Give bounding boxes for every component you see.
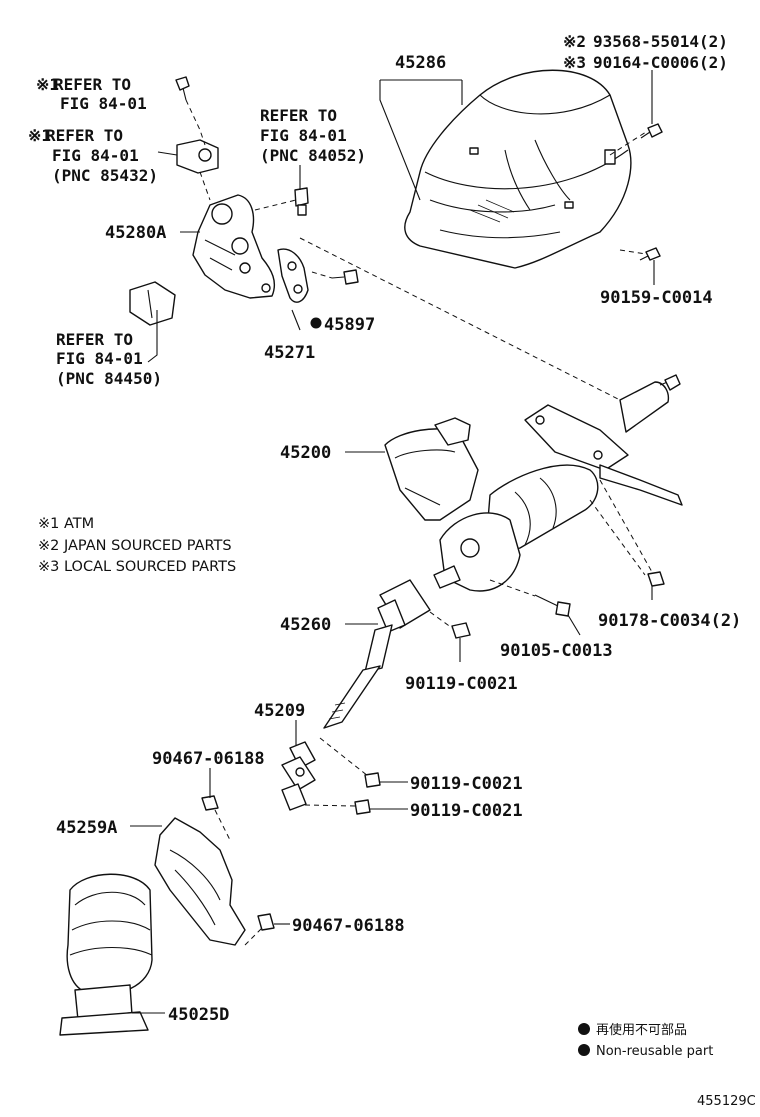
leader-lines bbox=[130, 70, 655, 1014]
ref4-line1: REFER TO bbox=[56, 330, 133, 349]
ref3-line3: (PNC 84052) bbox=[260, 146, 366, 165]
label-90164: 90164-C0006(2) bbox=[593, 53, 728, 72]
ref4-line3: (PNC 84450) bbox=[56, 369, 162, 388]
dashed-lines bbox=[185, 99, 653, 946]
bolt-45897 bbox=[331, 269, 359, 285]
label-93568: 93568-55014(2) bbox=[593, 32, 728, 51]
column-cover-part bbox=[404, 69, 632, 269]
label-45259A: 45259A bbox=[56, 818, 117, 838]
clamp-45271 bbox=[277, 248, 309, 303]
ref2-line2: FIG 84-01 bbox=[52, 146, 139, 165]
ref2-mark: ※1 bbox=[28, 126, 51, 145]
label-45897: 45897 bbox=[324, 315, 375, 335]
steering-column-part bbox=[384, 374, 683, 592]
ref2-line1: REFER TO bbox=[46, 126, 123, 145]
label-45209: 45209 bbox=[254, 701, 305, 721]
key-cylinder-part bbox=[176, 139, 219, 174]
ref1-line2: FIG 84-01 bbox=[60, 94, 147, 113]
legend-en: Non-reusable part bbox=[596, 1044, 713, 1059]
note-local-sourced: ※3 LOCAL SOURCED PARTS bbox=[38, 559, 236, 575]
legend-dot-en bbox=[578, 1044, 590, 1056]
note-japan-sourced: ※2 JAPAN SOURCED PARTS bbox=[38, 538, 232, 554]
ref2-line3: (PNC 85432) bbox=[52, 166, 158, 185]
connector-84052 bbox=[294, 187, 309, 216]
bolt-90119-b bbox=[364, 772, 381, 788]
non-reusable-dot-45897 bbox=[310, 317, 322, 329]
clip-90467-b bbox=[257, 913, 275, 931]
ref3-line1: REFER TO bbox=[260, 106, 337, 125]
label-90467-b: 90467-06188 bbox=[292, 916, 405, 936]
label-45271: 45271 bbox=[264, 343, 315, 363]
nut-90178 bbox=[647, 571, 665, 587]
ref4-line2: FIG 84-01 bbox=[56, 349, 143, 368]
bolt-90105 bbox=[534, 594, 571, 617]
note-atm: ※1 ATM bbox=[38, 516, 94, 532]
label-45280A: 45280A bbox=[105, 223, 166, 243]
top-bolt bbox=[175, 76, 190, 101]
label-s90164-mark: ※3 bbox=[563, 53, 586, 72]
label-90119-b: 90119-C0021 bbox=[410, 774, 523, 794]
column-hole-cover-45259A bbox=[154, 817, 246, 946]
label-45200: 45200 bbox=[280, 443, 331, 463]
boot-45025D bbox=[59, 873, 153, 1036]
label-90105: 90105-C0013 bbox=[500, 641, 613, 661]
universal-joint-45209 bbox=[281, 741, 316, 811]
label-45286: 45286 bbox=[395, 53, 446, 73]
bolt-90119-c bbox=[354, 799, 371, 815]
label-s93568-mark: ※2 bbox=[563, 32, 586, 51]
label-90119-c: 90119-C0021 bbox=[410, 801, 523, 821]
legend-dot-jp bbox=[578, 1023, 590, 1035]
notes: ※1 ATM ※2 JAPAN SOURCED PARTS ※3 LOCAL S… bbox=[38, 516, 236, 575]
part-labels: 45286 ※2 93568-55014(2) ※3 90164-C0006(2… bbox=[28, 32, 741, 1025]
label-90178: 90178-C0034(2) bbox=[598, 611, 741, 631]
intermediate-shaft-part bbox=[323, 579, 431, 729]
label-90467-a: 90467-06188 bbox=[152, 749, 265, 769]
label-45260: 45260 bbox=[280, 615, 331, 635]
bolt-90119-a bbox=[451, 622, 471, 639]
label-90159: 90159-C0014 bbox=[600, 288, 713, 308]
screw-90159 bbox=[639, 247, 661, 261]
ref1-line1: REFER TO bbox=[54, 75, 131, 94]
clip-90467-a bbox=[201, 795, 219, 811]
ref3-line2: FIG 84-01 bbox=[260, 126, 347, 145]
switch-84450 bbox=[129, 281, 176, 326]
label-45025D: 45025D bbox=[168, 1005, 229, 1025]
legend: 再使用不可部品 Non-reusable part bbox=[578, 1022, 713, 1059]
label-90119-a: 90119-C0021 bbox=[405, 674, 518, 694]
legend-jp: 再使用不可部品 bbox=[596, 1022, 687, 1038]
screw-93568 bbox=[640, 123, 663, 139]
figure-id: 455129C bbox=[697, 1094, 756, 1109]
ref1-mark: ※1 bbox=[36, 75, 59, 94]
ignition-bracket-part bbox=[192, 194, 276, 299]
